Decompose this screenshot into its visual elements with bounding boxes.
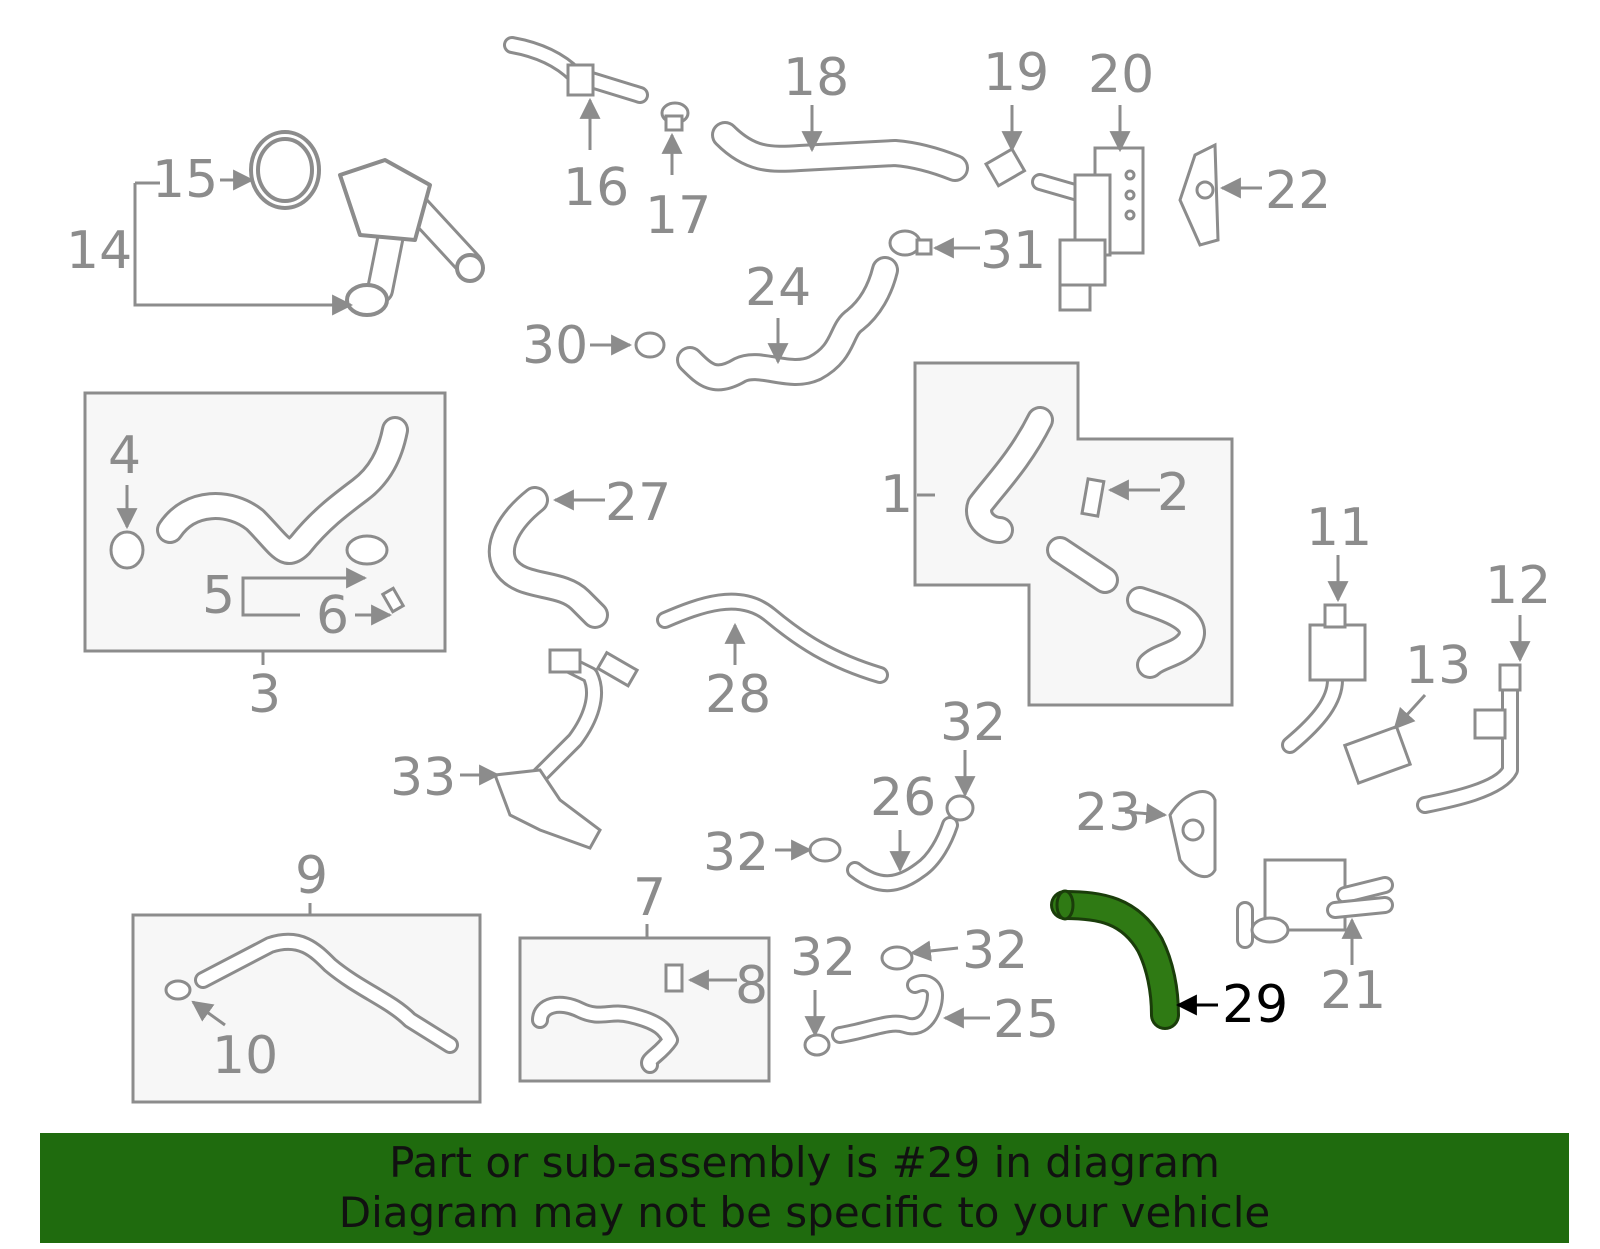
part-28-hose <box>656 592 889 684</box>
callout-7: 7 <box>633 868 666 928</box>
callout-32-a: 32 <box>940 693 1006 753</box>
part-23-gasket <box>1168 790 1217 879</box>
part-33-pipe <box>492 648 640 850</box>
callout-15: 15 <box>152 150 218 210</box>
info-banner: Part or sub-assembly is #29 in diagram D… <box>40 1133 1569 1243</box>
callout-29: 29 <box>1222 975 1288 1035</box>
callout-33: 33 <box>390 748 456 808</box>
callout-23: 23 <box>1075 783 1141 843</box>
part-26-hose <box>846 816 959 893</box>
banner-line-1: Part or sub-assembly is #29 in diagram <box>389 1138 1220 1187</box>
part-32-clamp-a <box>945 794 975 822</box>
callout-2: 2 <box>1157 463 1190 523</box>
part-7-hose <box>531 995 679 1074</box>
callout-31: 31 <box>980 221 1046 281</box>
part-30-clamp <box>634 331 666 359</box>
part-29-hose-highlighted <box>1050 889 1180 1030</box>
callout-32-d: 32 <box>962 921 1028 981</box>
callout-14: 14 <box>66 221 132 281</box>
callout-19: 19 <box>983 43 1049 103</box>
part-3-hose <box>156 416 409 565</box>
part-5-clamp <box>345 534 389 566</box>
callout-10: 10 <box>212 1026 278 1086</box>
callout-25: 25 <box>993 990 1059 1050</box>
callout-17: 17 <box>645 186 711 246</box>
callout-4: 4 <box>108 426 141 486</box>
callout-22: 22 <box>1265 161 1331 221</box>
part-18-hose <box>711 121 969 182</box>
callout-32-c: 32 <box>790 928 856 988</box>
part-13-sensor <box>1342 724 1413 785</box>
part-32-clamp-b <box>808 837 842 863</box>
callout-27: 27 <box>605 473 671 533</box>
callout-16: 16 <box>563 158 629 218</box>
callout-24: 24 <box>745 258 811 318</box>
part-24-hose <box>676 256 899 392</box>
callout-3: 3 <box>248 665 281 725</box>
callout-8: 8 <box>735 956 768 1016</box>
part-31-clamp <box>888 229 933 257</box>
part-16-pipe <box>503 36 649 104</box>
part-22-gasket <box>1178 142 1220 247</box>
callout-30: 30 <box>522 316 588 376</box>
part-17-clamp <box>660 101 690 132</box>
part-1-tee <box>1046 536 1206 679</box>
part-19-clamp <box>983 147 1027 188</box>
part-20-valve <box>1031 146 1145 312</box>
callout-labels: 14 15 16 17 18 19 20 22 31 24 30 4 5 6 3… <box>66 43 1551 1086</box>
callout-12: 12 <box>1485 556 1551 616</box>
part-10-clamp <box>164 979 192 1001</box>
part-2-connector <box>1080 477 1106 518</box>
callout-5: 5 <box>202 566 235 626</box>
part-9-hose <box>194 932 459 1054</box>
part-11-pump <box>1281 603 1367 754</box>
leader-lines <box>116 97 1531 1038</box>
part-27-hose <box>487 486 609 629</box>
part-8-clip <box>664 963 684 993</box>
group-box-1 <box>913 361 1234 707</box>
part-4-clamp <box>109 530 145 570</box>
part-32-clamp-d <box>803 1033 831 1057</box>
callout-18: 18 <box>783 48 849 108</box>
part-12-pipe <box>1416 663 1522 814</box>
callout-11: 11 <box>1306 498 1372 558</box>
banner-line-2: Diagram may not be specific to your vehi… <box>338 1188 1271 1237</box>
callout-20: 20 <box>1088 45 1154 105</box>
part-25-hose <box>831 974 944 1044</box>
callout-1: 1 <box>880 465 913 525</box>
part-21-housing <box>1236 858 1394 949</box>
callout-6: 6 <box>316 586 349 646</box>
part-6-clip <box>380 586 406 614</box>
callout-28: 28 <box>705 665 771 725</box>
callout-26: 26 <box>870 768 936 828</box>
callout-13: 13 <box>1405 636 1471 696</box>
callout-32-b: 32 <box>703 823 769 883</box>
part-32-clamp-c <box>880 945 914 971</box>
part-15-oring <box>249 130 321 210</box>
part-1-hose <box>965 406 1054 544</box>
callout-9: 9 <box>295 846 328 906</box>
part-14-housing <box>249 130 485 317</box>
callout-21: 21 <box>1320 961 1386 1021</box>
